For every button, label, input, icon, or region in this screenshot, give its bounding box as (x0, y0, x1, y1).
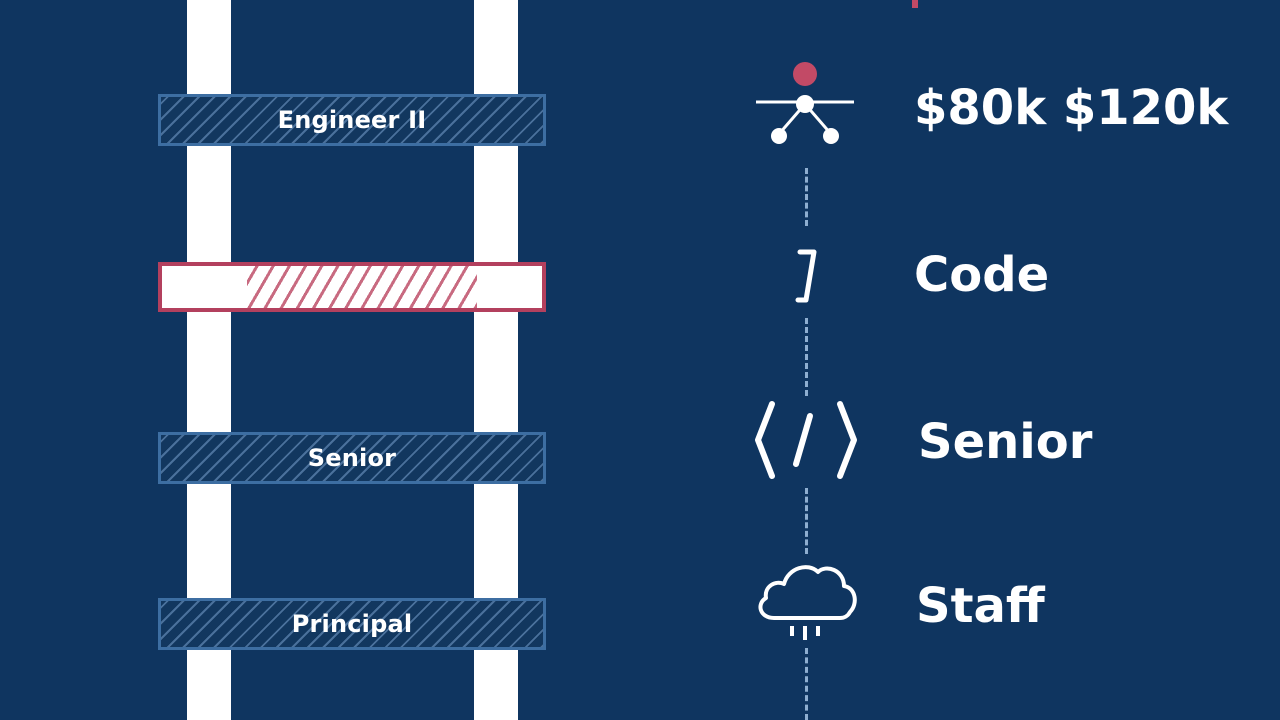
step-label-senior: Senior (918, 414, 1093, 470)
code-brackets-icon (755, 401, 857, 479)
timeline-connector (805, 168, 808, 226)
rung-label: Engineer II (277, 106, 427, 134)
timeline-connector (805, 488, 808, 554)
ladder-rung-highlighted (158, 262, 546, 312)
timeline-connector (805, 318, 808, 396)
ladder-rung-engineer-ii: Engineer II (158, 94, 546, 146)
step-label-staff: Staff (916, 578, 1045, 634)
slash-icon (795, 249, 817, 303)
ladder-rung-senior: Senior (158, 432, 546, 484)
step-label-salary: $80k $120k (914, 80, 1229, 136)
ladder-rung-principal: Principal (158, 598, 546, 650)
timeline-connector (805, 648, 808, 720)
step-label-code: Code (914, 247, 1050, 303)
accent-mark (912, 0, 918, 8)
cloud-icon (758, 565, 857, 640)
rung-label: Principal (291, 610, 413, 638)
people-network-icon (756, 62, 854, 144)
rung-label: Senior (307, 444, 397, 472)
